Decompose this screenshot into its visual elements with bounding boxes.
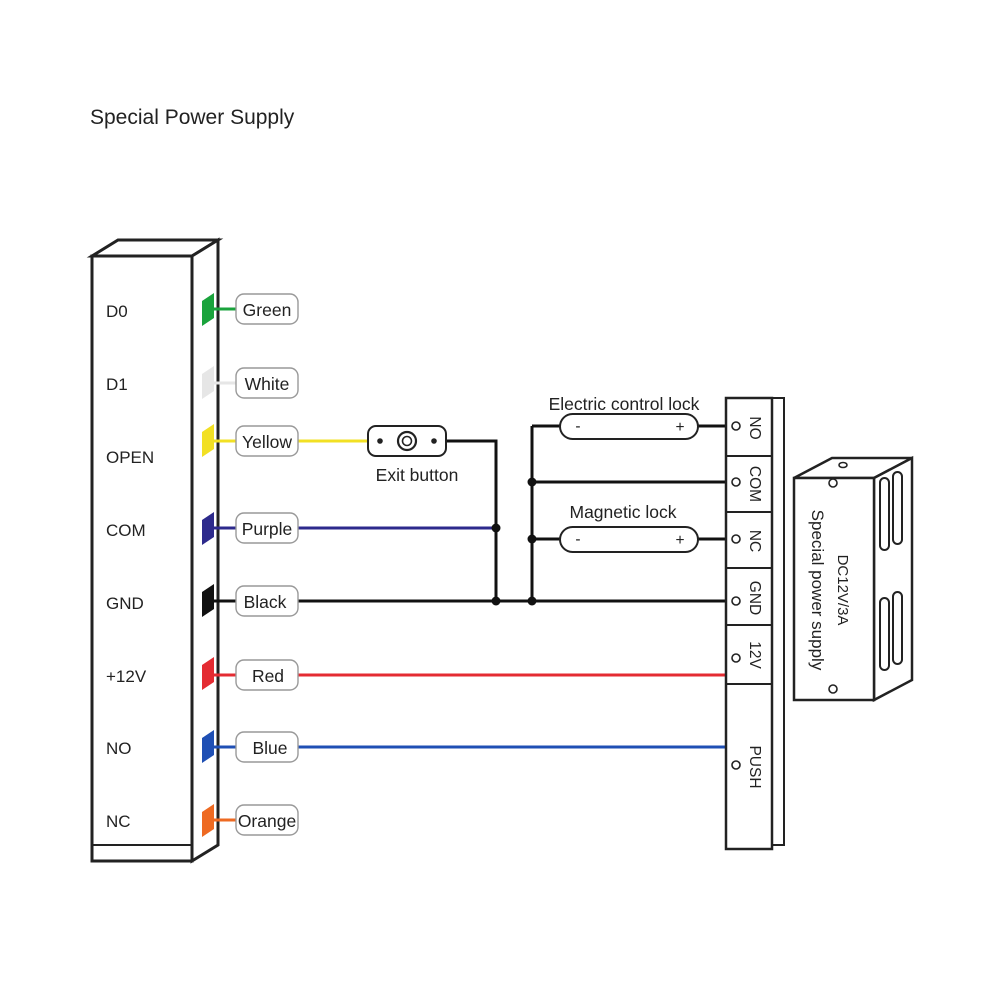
junction-dot (491, 523, 501, 533)
controller-pin-labels: D0 D1 OPEN COM GND +12V NO NC (106, 302, 154, 831)
wire-connector-green (202, 293, 214, 326)
diagram-title: Special Power Supply (90, 106, 295, 129)
pin-label: GND (106, 594, 144, 613)
terminal-label-no: NO (746, 416, 763, 439)
magnetic-lock-label: Magnetic lock (570, 502, 677, 522)
wire-label-white: White (245, 374, 290, 394)
wire-connector-black (202, 584, 214, 617)
wire-connector-purple (202, 512, 214, 545)
exit-button-wire (446, 439, 498, 601)
wire-connector-yellow (202, 424, 214, 457)
wire-labels: Green White Yellow Purple Black Red Blue… (235, 293, 299, 836)
black-wiring (298, 424, 726, 603)
electric-lock-label: Electric control lock (549, 394, 700, 414)
terminal-label-12v: 12V (746, 641, 763, 669)
pin-label: OPEN (106, 448, 154, 467)
electric-control-lock: Electric control lock - + (549, 394, 700, 440)
wire-label-black: Black (244, 592, 287, 612)
terminal-screw-icon (731, 760, 741, 770)
terminal-label-gnd: GND (746, 581, 763, 615)
lock-plus-sign: + (675, 532, 684, 549)
wire-connector-orange (202, 804, 214, 837)
pin-label: NO (106, 739, 132, 758)
exit-button-label: Exit button (376, 465, 459, 485)
terminal-block: NO COM NC GND 12V PUSH (724, 396, 785, 851)
junction-dots (491, 477, 537, 606)
junction-dot (527, 596, 537, 606)
wire-label-red: Red (252, 666, 284, 686)
power-supply-name: Special power supply (808, 510, 827, 671)
wire-label-yellow: Yellow (242, 432, 292, 452)
magnetic-lock: Magnetic lock - + (559, 502, 699, 553)
wire-connectors (202, 293, 214, 837)
power-supply-unit: Special power supply DC12V/3A (792, 455, 914, 703)
wire-connector-blue (202, 730, 214, 763)
power-supply-rating: DC12V/3A (834, 555, 851, 626)
terminal-screw-icon (731, 421, 741, 431)
exit-button: Exit button (367, 425, 459, 485)
screw-icon (431, 438, 437, 444)
wires (298, 439, 726, 749)
lock-minus-sign: - (575, 531, 580, 548)
controller-unit (86, 237, 224, 864)
wire-connector-red (202, 657, 214, 690)
wire-connector-white (202, 366, 214, 399)
screw-icon (828, 684, 838, 694)
wire-label-blue: Blue (252, 738, 287, 758)
junction-dot (527, 534, 537, 544)
wire-stubs (214, 307, 236, 822)
screw-icon (828, 478, 838, 488)
pin-label: COM (106, 521, 146, 540)
junction-dot (527, 477, 537, 487)
pin-label: +12V (106, 667, 147, 686)
screw-icon (377, 438, 383, 444)
terminal-screw-icon (731, 534, 741, 544)
lock-minus-sign: - (575, 418, 580, 435)
pin-label: D0 (106, 302, 128, 321)
pin-label: NC (106, 812, 131, 831)
terminal-screw-icon (731, 477, 741, 487)
screw-icon (838, 461, 848, 469)
wire-label-green: Green (243, 300, 292, 320)
pin-label: D1 (106, 375, 128, 394)
terminal-label-push: PUSH (746, 745, 763, 788)
lock-plus-sign: + (675, 419, 684, 436)
terminal-label-nc: NC (746, 530, 763, 552)
wire-label-purple: Purple (242, 519, 293, 539)
terminal-screw-icon (731, 596, 741, 606)
junction-dot (491, 596, 501, 606)
terminal-screw-icon (731, 653, 741, 663)
terminal-label-com: COM (746, 466, 763, 502)
wire-label-orange: Orange (238, 811, 296, 831)
